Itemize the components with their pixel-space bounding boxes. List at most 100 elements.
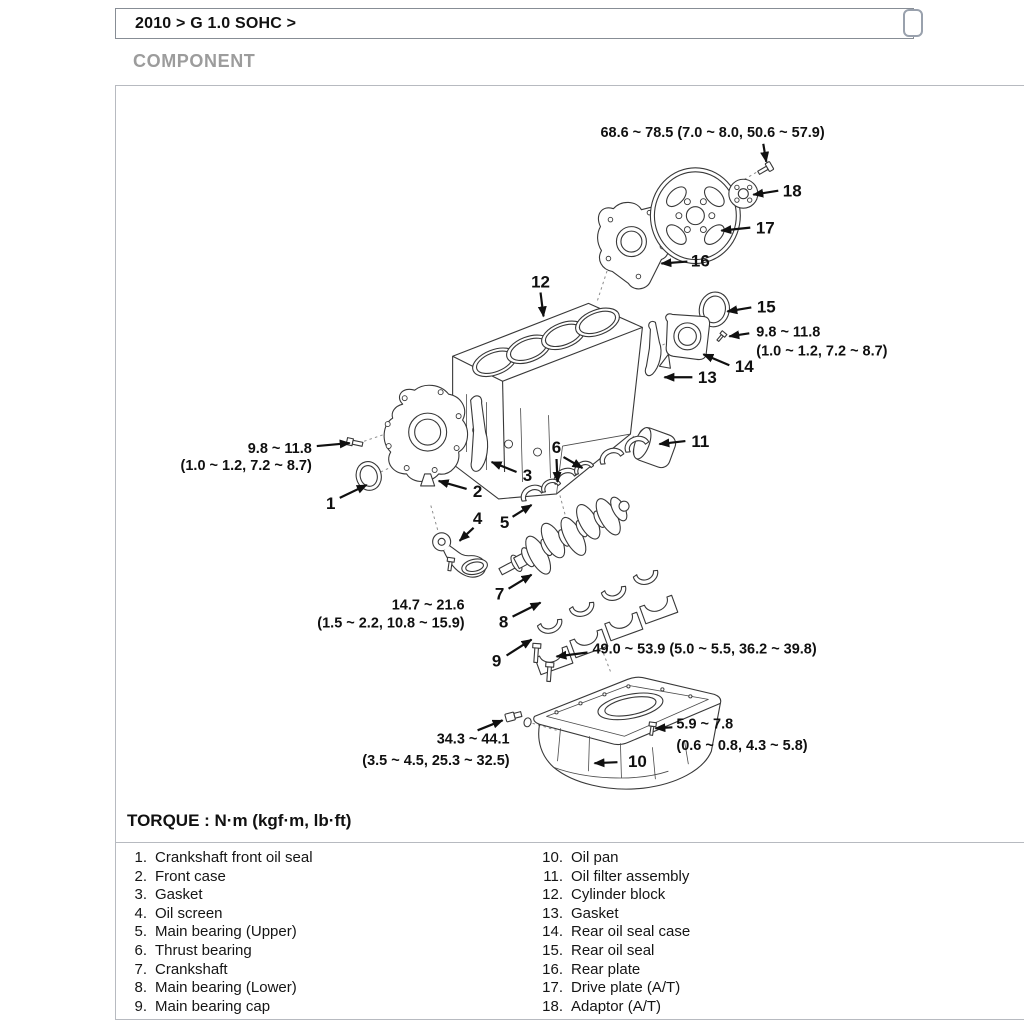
list-item: 6. Thrust bearing	[129, 942, 537, 961]
callout-11: 11	[691, 432, 709, 451]
torque-drain-plug-sub: (3.5 ~ 4.5, 25.3 ~ 32.5)	[362, 753, 509, 769]
drain-plug-drawing	[504, 711, 532, 728]
part-name: Gasket	[571, 904, 619, 922]
part-name: Thrust bearing	[155, 941, 252, 959]
flywheel-bolt-drawing	[757, 161, 775, 175]
torque-oil-pan-bolt-sub: (0.6 ~ 0.8, 4.3 ~ 5.8)	[676, 738, 807, 754]
part-number: 9.	[134, 997, 147, 1015]
breadcrumb-scroll-button[interactable]	[903, 9, 923, 37]
callout-2: 2	[473, 482, 482, 501]
list-item: 17. Drive plate (A/T)	[537, 979, 690, 998]
parts-list: 1. Crankshaft front oil seal 2. Front case…	[115, 843, 1024, 1020]
part-number: 12.	[542, 886, 563, 904]
oil-screen-bolt-drawing	[446, 556, 456, 572]
component-diagram: 68.6 ~ 78.5 (7.0 ~ 8.0, 50.6 ~ 57.9) 9.8…	[115, 85, 1024, 843]
part-name: Adaptor (A/T)	[571, 997, 662, 1015]
callout-8: 8	[499, 613, 508, 632]
part-number: 18.	[542, 997, 563, 1015]
part-number: 11.	[543, 867, 563, 885]
torque-oil-pan-bolt: 5.9 ~ 7.8	[676, 716, 733, 732]
list-item: 14. Rear oil seal case	[537, 923, 690, 942]
part-number: 6.	[134, 941, 147, 959]
rear-gasket-drawing	[644, 320, 662, 377]
cylinder-block-drawing	[452, 302, 643, 500]
list-item: 9. Main bearing cap	[129, 998, 537, 1017]
callout-3: 3	[523, 466, 532, 485]
list-item: 18. Adaptor (A/T)	[537, 998, 690, 1017]
part-number: 16.	[542, 960, 563, 978]
callout-5: 5	[500, 513, 509, 532]
list-item: 12. Cylinder block	[537, 886, 690, 905]
adaptor-drawing	[728, 178, 759, 209]
part-number: 15.	[542, 941, 563, 959]
callout-13: 13	[698, 368, 717, 387]
list-item: 16. Rear plate	[537, 961, 690, 980]
part-name: Main bearing (Lower)	[155, 979, 297, 997]
oil-pan-bolt-drawing	[648, 721, 657, 736]
part-name: Crankshaft front oil seal	[155, 849, 313, 866]
part-name: Oil pan	[571, 849, 619, 866]
part-number: 1.	[134, 849, 147, 866]
callout-9: 9	[492, 651, 501, 670]
part-name: Drive plate (A/T)	[571, 979, 681, 997]
oil-pan-drawing	[533, 676, 722, 790]
part-number-callouts: 1 2 3 4 5 6 7 8 9 10 11 12 13 14 15 16 1…	[326, 182, 802, 771]
callout-14: 14	[735, 357, 754, 376]
callout-6: 6	[552, 438, 561, 457]
front-case-drawing	[383, 384, 469, 487]
list-item: 11.Oil filter assembly	[537, 868, 690, 887]
list-item: 8.Main bearing (Lower)	[129, 979, 537, 998]
part-number: 2.	[134, 867, 147, 885]
part-name: Main bearing (Upper)	[155, 923, 297, 941]
torque-drain-plug: 34.3 ~ 44.1	[437, 731, 510, 747]
breadcrumb[interactable]: 2010 > G 1.0 SOHC >	[115, 8, 914, 39]
list-item: 15. Rear oil seal	[537, 942, 690, 961]
front-oil-seal-drawing	[355, 461, 382, 491]
parts-list-right-column: 10. Oil pan 11.Oil filter assembly 12. Cyl…	[537, 849, 690, 1019]
torque-annotations: 68.6 ~ 78.5 (7.0 ~ 8.0, 50.6 ~ 57.9) 9.8…	[181, 125, 888, 769]
drive-plate-drawing	[649, 167, 741, 265]
torque-units-note: TORQUE : N·m (kgf·m, lb·ft)	[127, 811, 352, 830]
callout-15: 15	[757, 297, 776, 316]
part-name: Cylinder block	[571, 886, 666, 904]
callout-16: 16	[691, 252, 710, 271]
callout-10: 10	[628, 752, 647, 771]
part-number: 14.	[542, 923, 563, 941]
part-name: Main bearing cap	[155, 997, 271, 1015]
part-number: 4.	[134, 904, 147, 922]
torque-oil-screen-bolt: 14.7 ~ 21.6	[392, 598, 465, 614]
callout-17: 17	[756, 219, 775, 238]
list-item: 3.Gasket	[129, 886, 537, 905]
front-gasket-drawing	[470, 395, 489, 472]
rear-case-bolt-drawing	[716, 330, 728, 343]
torque-front-case-bolt: 9.8 ~ 11.8	[248, 441, 312, 457]
list-item: 5. Main bearing (Upper)	[129, 923, 537, 942]
part-number: 10.	[542, 849, 563, 866]
list-item: 2. Front case	[129, 868, 537, 887]
breadcrumb-text: 2010 > G 1.0 SOHC >	[135, 14, 297, 32]
callout-12: 12	[531, 272, 550, 291]
list-item: 1. Crankshaft front oil seal	[129, 849, 537, 868]
part-number: 7.	[134, 960, 147, 978]
main-bearing-cap-drawing	[532, 594, 679, 683]
torque-flywheel-bolt: 68.6 ~ 78.5 (7.0 ~ 8.0, 50.6 ~ 57.9)	[600, 125, 824, 141]
part-name: Front case	[155, 867, 226, 885]
callout-4: 4	[473, 509, 483, 528]
part-name: Rear oil seal	[571, 941, 655, 959]
torque-oil-screen-bolt-sub: (1.5 ~ 2.2, 10.8 ~ 15.9)	[317, 616, 464, 632]
callout-1: 1	[326, 494, 335, 513]
part-name: Gasket	[155, 886, 203, 904]
list-item: 4. Oil screen	[129, 905, 537, 924]
part-number: 5.	[134, 923, 147, 941]
rear-oil-seal-case-drawing	[658, 313, 711, 369]
list-item: 13.Gasket	[537, 905, 690, 924]
callout-7: 7	[495, 585, 504, 604]
torque-rear-case-bolt-sub: (1.0 ~ 1.2, 7.2 ~ 8.7)	[756, 343, 887, 359]
callout-18: 18	[783, 182, 802, 201]
part-number: 17.	[542, 979, 563, 997]
part-name: Rear oil seal case	[571, 923, 691, 941]
list-item: 10. Oil pan	[537, 849, 690, 868]
oil-filter-drawing	[632, 427, 677, 469]
part-name: Rear plate	[571, 960, 641, 978]
part-name: Oil screen	[155, 904, 223, 922]
